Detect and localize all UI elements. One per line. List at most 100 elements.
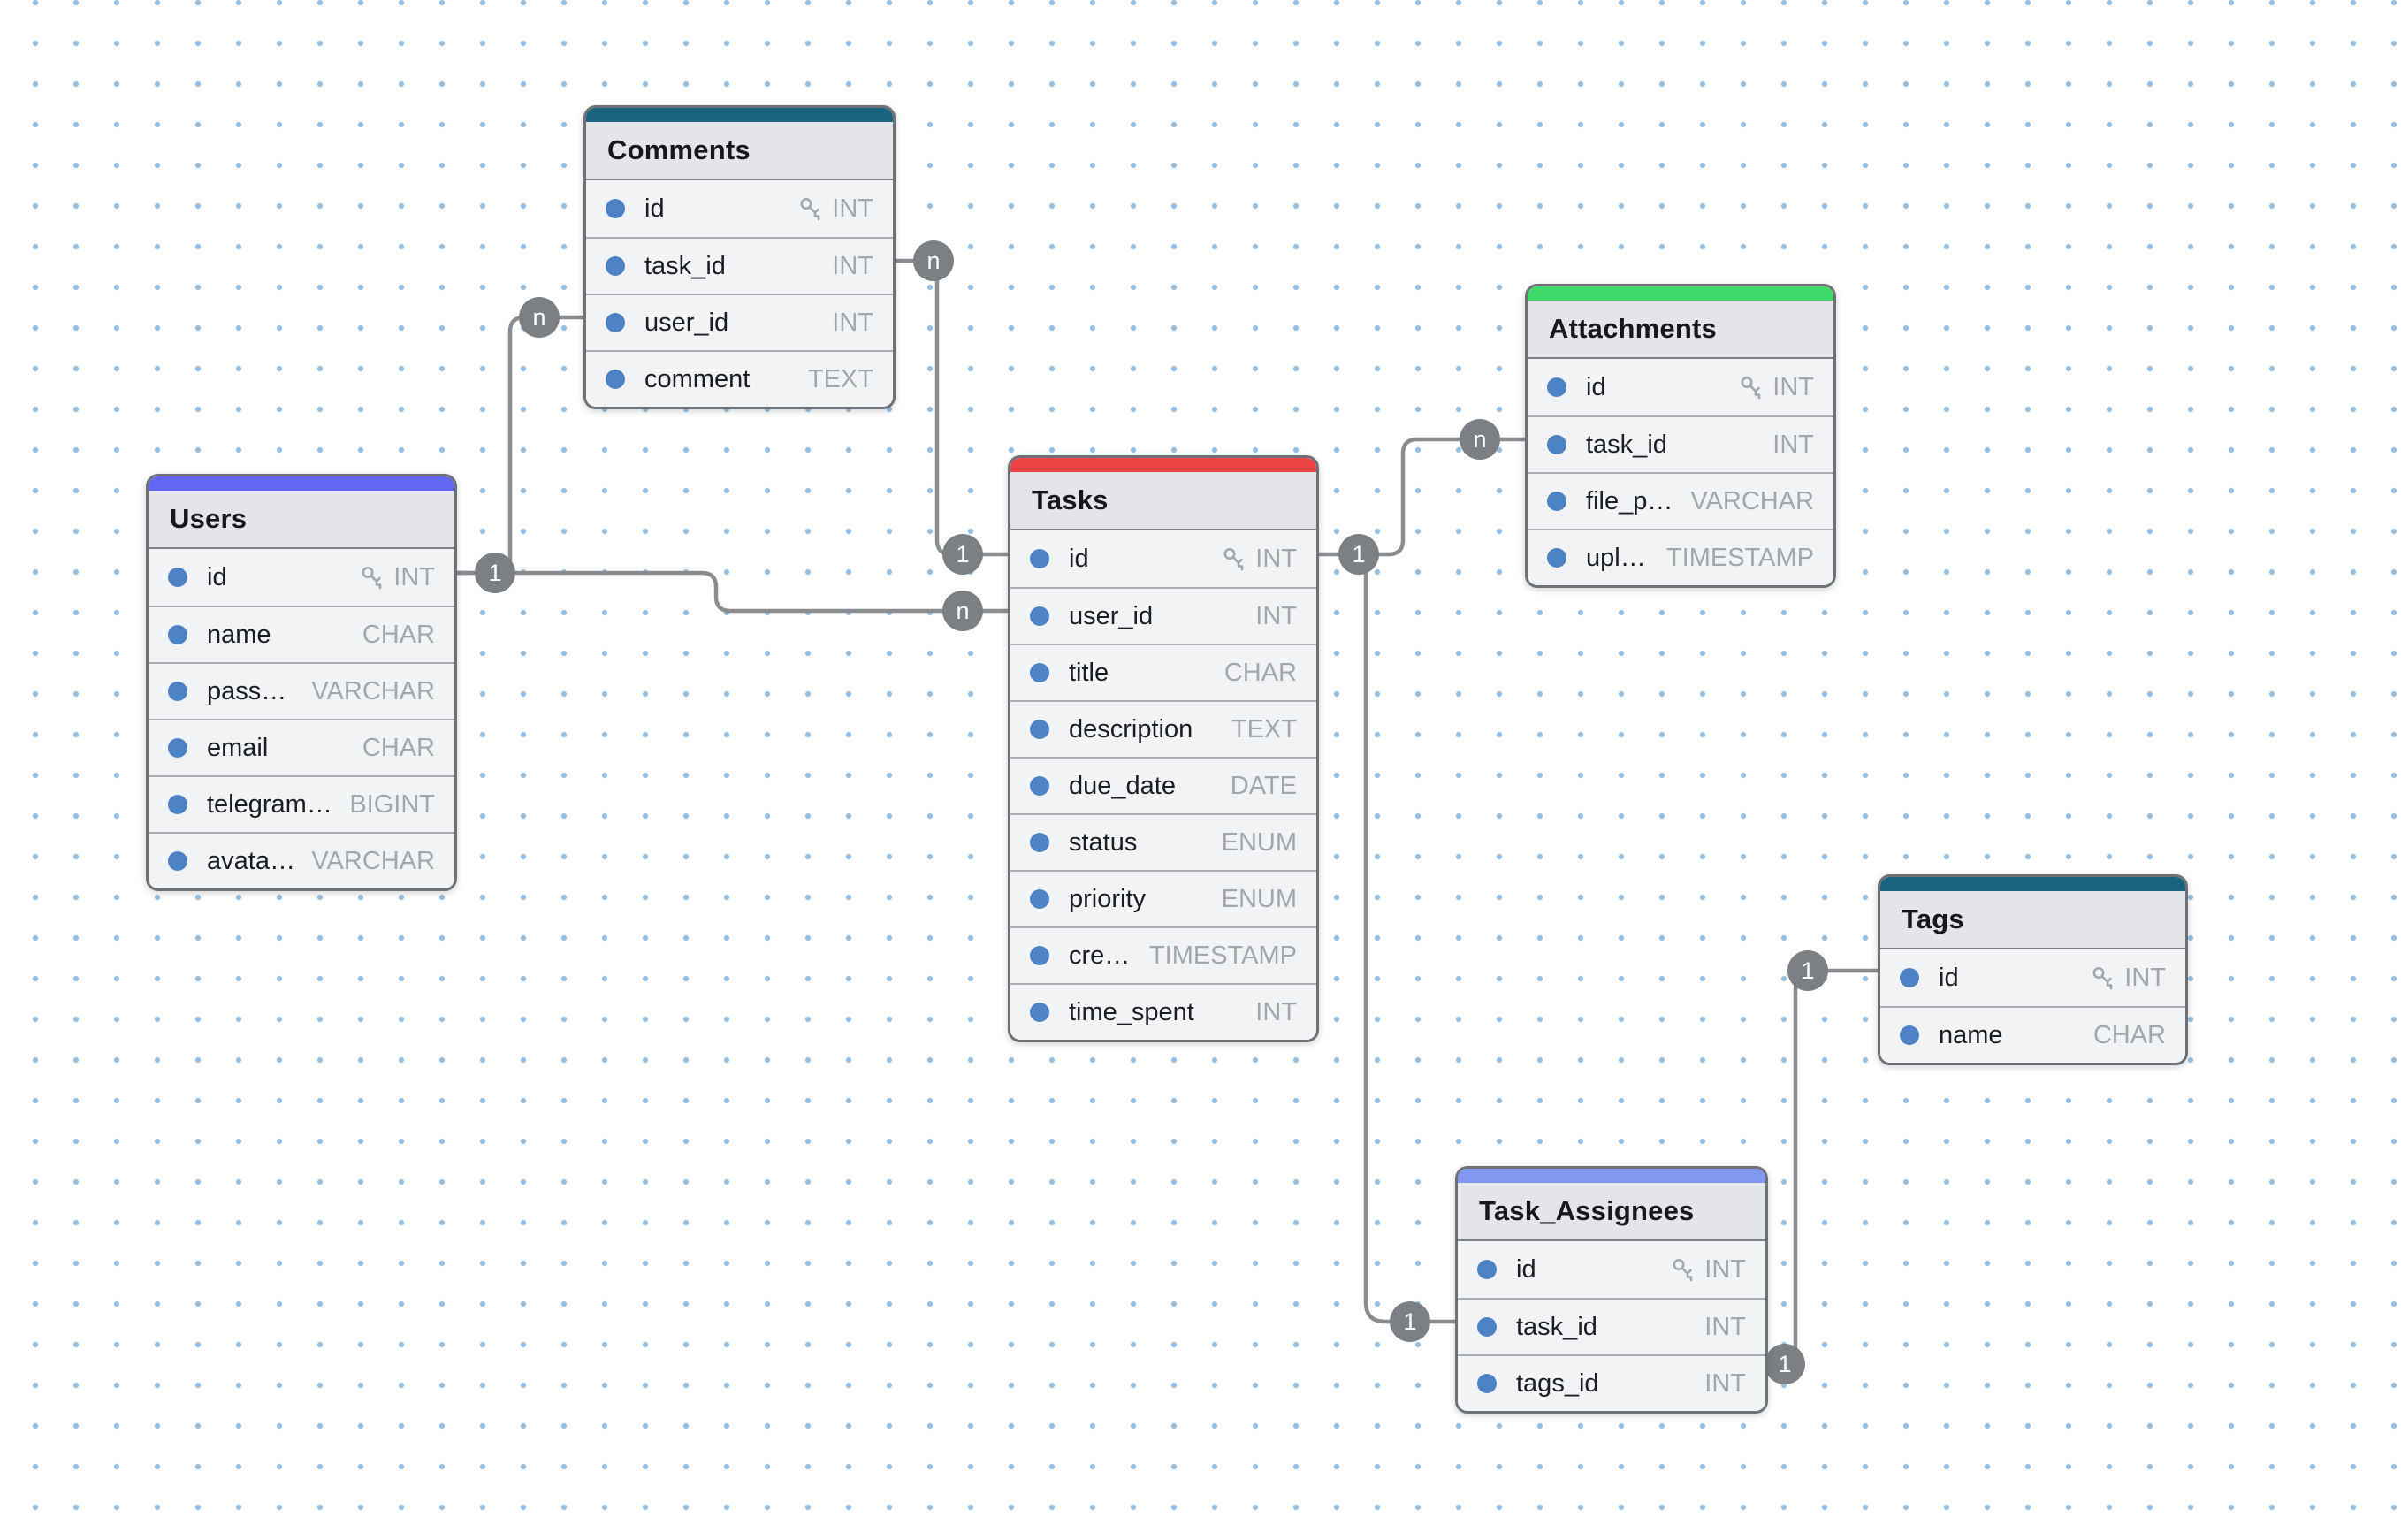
cardinality-badge-users_id-comments_user_id[interactable]: n [519, 297, 560, 338]
field-dot-icon [1030, 663, 1049, 682]
relationship-line-tags_id-task_assignees_tags_id[interactable] [1760, 968, 1880, 1367]
field-type: CHAR [1224, 659, 1297, 688]
cardinality-badge-tags_id-task_assignees_tags_id[interactable]: 1 [1765, 1344, 1805, 1384]
table-title[interactable]: Attachments [1528, 301, 1833, 359]
relationship-line-users_id-comments_user_id[interactable] [449, 315, 586, 576]
field-name: upload... [1586, 543, 1654, 572]
field-row-users-password[interactable]: passwordVARCHAR [149, 662, 454, 719]
cardinality-badge-tasks_id-attachments_task_id[interactable]: 1 [1338, 534, 1379, 575]
field-type-label: CHAR [362, 620, 435, 649]
field-dot-icon [1030, 946, 1049, 965]
field-name: task_id [1586, 430, 1667, 459]
cardinality-badge-tasks_id-attachments_task_id[interactable]: n [1460, 419, 1500, 460]
field-type-label: INT [1255, 601, 1297, 630]
field-name: task_id [1516, 1312, 1597, 1341]
cardinality-badge-comments_task_id-tasks_id[interactable]: 1 [942, 534, 983, 575]
cardinality-badge-comments_task_id-tasks_id[interactable]: n [913, 240, 954, 281]
field-name: created... [1069, 941, 1137, 970]
field-type-label: VARCHAR [1690, 486, 1814, 515]
cardinality-badge-circle [1390, 1301, 1430, 1342]
field-type: DATE [1231, 772, 1297, 801]
cardinality-badge-label: 1 [1352, 541, 1365, 568]
table-title[interactable]: Tags [1880, 891, 2185, 949]
field-row-users-id[interactable]: id INT [149, 549, 454, 606]
field-type: INT [1738, 373, 1814, 402]
field-row-tasks-user_id[interactable]: user_id INT [1010, 587, 1316, 644]
field-row-attachments-upload[interactable]: upload...TIMESTAMP [1528, 529, 1833, 585]
primary-key-icon [1223, 548, 1244, 571]
field-name: status [1069, 827, 1138, 857]
table-accent-bar [1010, 458, 1316, 472]
relationship-line-tasks_id-attachments_task_id[interactable] [1311, 437, 1528, 557]
cardinality-badge-circle [942, 534, 983, 575]
cardinality-badge-label: n [1473, 426, 1486, 453]
field-row-tasks-status[interactable]: status ENUM [1010, 813, 1316, 870]
field-type-label: VARCHAR [311, 676, 435, 705]
field-name: description [1069, 714, 1193, 743]
field-name: id [644, 194, 665, 223]
field-name: user_id [1069, 601, 1154, 630]
field-type: BIGINT [349, 790, 435, 820]
field-dot-icon [1030, 606, 1049, 626]
relationship-line-comments_task_id-tasks_id[interactable] [888, 258, 1010, 557]
field-dot-icon [1547, 492, 1566, 511]
field-dot-icon [1547, 548, 1566, 568]
table-title[interactable]: Task_Assignees [1458, 1183, 1765, 1241]
relationship-line-users_id-tasks_user_id[interactable] [449, 570, 1010, 614]
relationship-line-tasks_id-task_assignees_task_id[interactable] [1344, 552, 1458, 1324]
field-type: INT [2090, 964, 2166, 993]
field-row-tasks-created[interactable]: created...TIMESTAMP [1010, 926, 1316, 983]
field-dot-icon [1030, 720, 1049, 739]
field-dot-icon [168, 795, 187, 814]
field-type-label: INT [832, 308, 873, 337]
field-type-label: INT [393, 562, 435, 591]
field-name: email [207, 733, 269, 762]
cardinality-badge-tasks_id-task_assignees_task_id[interactable]: 1 [1390, 1301, 1430, 1342]
field-dot-icon [1900, 968, 1919, 987]
primary-key-icon [800, 198, 820, 221]
table-title[interactable]: Tasks [1010, 472, 1316, 530]
table-title[interactable]: Users [149, 491, 454, 549]
field-type-label: ENUM [1221, 827, 1297, 857]
field-name: id [1516, 1254, 1536, 1284]
table-title[interactable]: Comments [586, 122, 893, 180]
cardinality-badge-users_id-comments_user_id[interactable]: 1 [475, 553, 515, 593]
cardinality-badge-tags_id-task_assignees_tags_id[interactable]: 1 [1787, 950, 1828, 991]
table-users[interactable]: UsersidINTnameCHARpasswordVARCHARemailCH… [146, 474, 457, 891]
cardinality-badge-label: n [532, 304, 545, 331]
field-name: id [207, 562, 227, 591]
cardinality-badge-circle [1765, 1344, 1805, 1384]
field-dot-icon [168, 568, 187, 587]
cardinality-badge-users_id-tasks_user_id[interactable]: n [942, 591, 983, 631]
field-dot-icon [606, 256, 625, 276]
field-dot-icon [168, 625, 187, 644]
field-row-users-avatar_pa[interactable]: avatar_pa...VARCHAR [149, 832, 454, 888]
